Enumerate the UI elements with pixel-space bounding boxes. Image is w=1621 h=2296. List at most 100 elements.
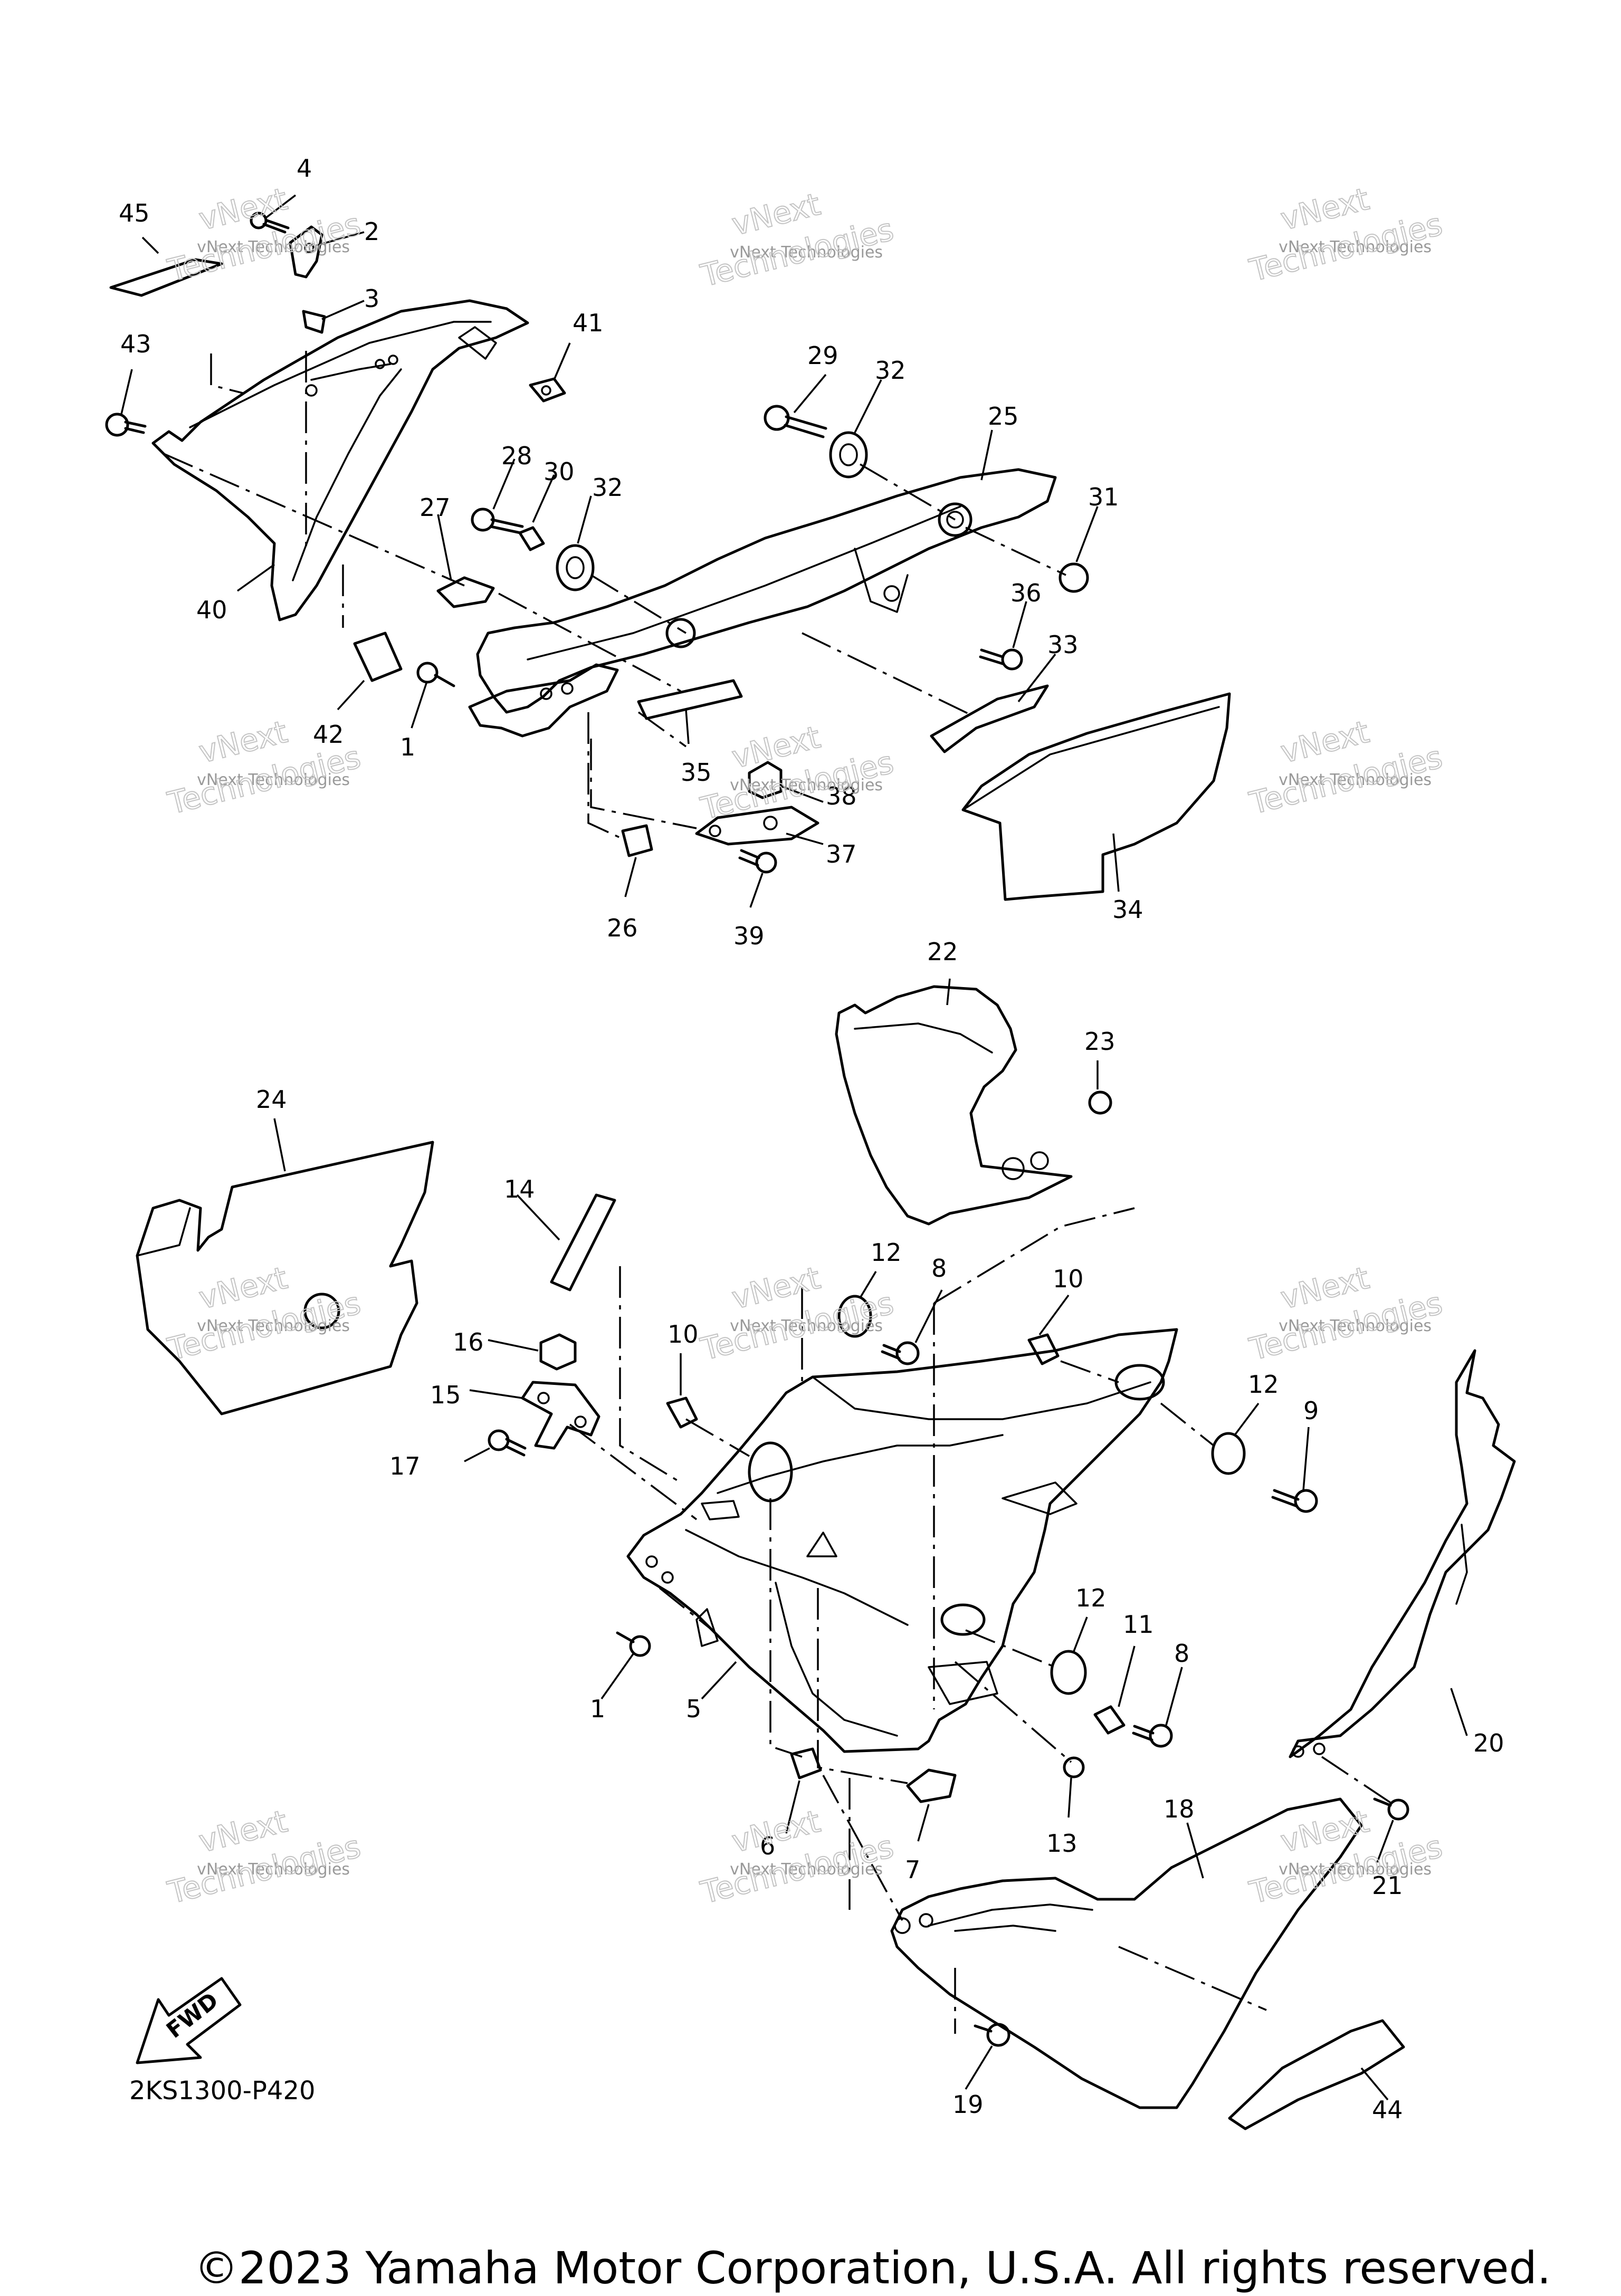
watermark-small: vNext Technologies [197,238,350,256]
part-14-strip [550,1193,616,1292]
callout-c34: 34 [1112,895,1143,924]
callout-c25: 25 [988,402,1019,430]
callout-c35: 35 [681,758,712,787]
part-23-nut [1088,1090,1112,1115]
callout-c29: 29 [807,341,838,370]
callout-c12c: 12 [1075,1584,1107,1612]
part-16-damper [539,1333,577,1371]
part-12-grommet-bottom [1050,1650,1087,1695]
callout-c38: 38 [826,782,857,810]
part-44-decal [1228,2019,1405,2130]
callout-c39: 39 [733,922,765,950]
callout-c4: 4 [297,154,312,183]
callout-c16: 16 [453,1328,484,1356]
part-24-panel [136,1141,434,1415]
part-25-frame [476,468,1057,714]
part-43-bolt [105,413,129,437]
callout-c32a: 32 [875,356,906,385]
callout-c17: 17 [389,1452,421,1480]
callout-c41: 41 [573,309,604,337]
callout-c21: 21 [1372,1871,1403,1900]
part-1-bolt-lower [629,1635,651,1657]
callout-c13: 13 [1046,1829,1078,1858]
callout-c3: 3 [364,284,379,313]
part-33-strip [930,684,1049,753]
part-7-clip [906,1768,957,1803]
callout-c15: 15 [430,1381,461,1409]
part-19-bolt [986,2023,1010,2047]
callout-c5: 5 [686,1695,701,1723]
watermark-small: vNext Technologies [1279,1317,1432,1335]
callout-c27: 27 [419,493,451,522]
part-40-side-panel [151,299,529,621]
callout-c12b: 12 [1248,1370,1279,1399]
watermark-small: vNext Technologies [730,1860,883,1879]
part-11-collar [1093,1705,1126,1735]
part-1-bolt-upper [416,662,438,684]
callout-c10b: 10 [1053,1265,1084,1293]
part-39-screw [755,852,777,874]
part-3-grommet [302,310,326,334]
part-21-screw [1387,1798,1409,1821]
callout-c37: 37 [826,840,857,868]
part-8-bolt-upper [895,1341,920,1365]
callout-c9: 9 [1303,1396,1319,1425]
callout-c12a: 12 [871,1238,902,1267]
part-20-guard [1289,1349,1516,1758]
watermark-small: vNext Technologies [197,1317,350,1335]
callout-c18: 18 [1164,1795,1195,1823]
part-2-bracket [289,225,323,279]
callout-c10a: 10 [668,1320,699,1348]
part-bracket [468,663,619,738]
part-30-collar [518,526,545,551]
fwd-label: FWD [161,1987,223,2043]
part-9-bolt [1294,1489,1318,1513]
callout-c28: 28 [501,442,532,470]
part-8-bolt-lower [1149,1724,1173,1748]
callout-c2: 2 [364,217,379,246]
part-42-pad [353,632,403,682]
part-32-grommet-upper [829,431,868,479]
callout-c11: 11 [1123,1610,1154,1639]
callout-c14: 14 [504,1175,535,1203]
part-10-collar-right [1027,1333,1060,1365]
callout-c23: 23 [1084,1027,1115,1056]
part-45-decal [109,258,223,297]
part-36-screw [1001,648,1023,671]
part-12-grommet-top [837,1295,872,1338]
callout-c42: 42 [313,720,344,749]
callout-c31: 31 [1088,483,1119,511]
watermark-small: vNext Technologies [730,243,883,262]
part-6-nut [790,1747,822,1780]
callout-c32b: 32 [592,473,623,502]
callout-c40: 40 [196,596,227,624]
callout-c1b: 1 [590,1695,605,1723]
part-22-bracket [835,985,1073,1226]
part-37-bracket [695,806,819,846]
watermark-small: vNext Technologies [1279,238,1432,256]
part-10-collar-left [666,1396,698,1429]
callout-c43: 43 [120,330,151,358]
part-27-clip [436,576,495,608]
part-13-bolt [1063,1756,1085,1778]
part-32-grommet-lower [556,544,595,591]
callout-c45: 45 [119,199,150,227]
part-26-nut [621,824,653,857]
callout-c1a: 1 [400,733,415,761]
watermark-small: vNext Technologies [197,771,350,789]
part-5-frame-cover [626,1328,1178,1753]
callout-c33: 33 [1047,630,1079,659]
fwd-arrow-icon: FWD [136,1977,242,2064]
watermark-small: vNext Technologies [1279,771,1432,789]
